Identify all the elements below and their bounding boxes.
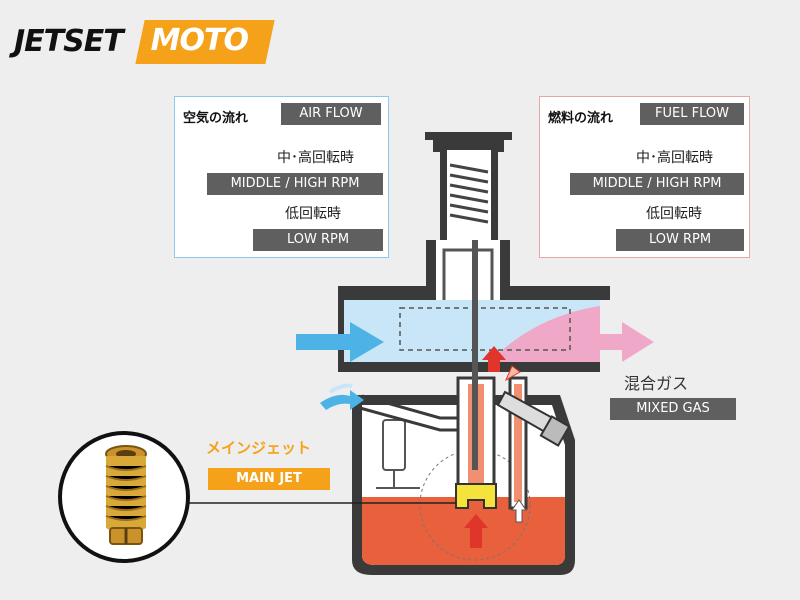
jet-stack xyxy=(455,240,497,509)
slide-spring xyxy=(449,163,489,224)
logo-text-jetset: JETSET xyxy=(14,24,124,59)
slide-cap xyxy=(425,132,512,243)
mixed-gas-label-jp: 混合ガス xyxy=(624,374,689,393)
mixed-gas-label-en: MIXED GAS xyxy=(610,398,736,420)
fuel-legend-low-en: LOW RPM xyxy=(616,229,744,251)
air-flow-legend: 空気の流れ AIR FLOW 中･高回転時 MIDDLE / HIGH RPM … xyxy=(174,96,389,258)
fuel-flow-legend: 燃料の流れ FUEL FLOW 中･高回転時 MIDDLE / HIGH RPM… xyxy=(539,96,750,258)
float-mechanism xyxy=(376,419,420,489)
air-flow-arrows xyxy=(296,322,384,410)
fuel-flow-arrows xyxy=(464,346,527,548)
air-legend-title-en: AIR FLOW xyxy=(281,103,381,125)
main-jet-zoom xyxy=(58,431,190,563)
air-legend-title: 空気の流れ xyxy=(183,111,249,126)
fuel-legend-low-jp: 低回転時 xyxy=(646,206,702,222)
pilot-air-passage xyxy=(359,394,458,432)
air-legend-low-en: LOW RPM xyxy=(253,229,383,251)
main-jet-label-jp: メインジェット xyxy=(206,439,312,457)
air-legend-high-jp: 中･高回転時 xyxy=(277,150,354,166)
fuel-legend-high-jp: 中･高回転時 xyxy=(636,150,713,166)
air-legend-low-jp: 低回転時 xyxy=(285,206,341,222)
fuel-legend-high-en: MIDDLE / HIGH RPM xyxy=(570,173,744,195)
mixed-gas-arrow xyxy=(578,322,654,362)
fuel-legend-title: 燃料の流れ xyxy=(548,111,614,126)
main-jet-label-en: MAIN JET xyxy=(208,468,330,490)
brand-logo: JETSET MOTO xyxy=(14,20,276,68)
fuel-legend-title-en: FUEL FLOW xyxy=(640,103,744,125)
air-legend-high-en: MIDDLE / HIGH RPM xyxy=(207,173,383,195)
